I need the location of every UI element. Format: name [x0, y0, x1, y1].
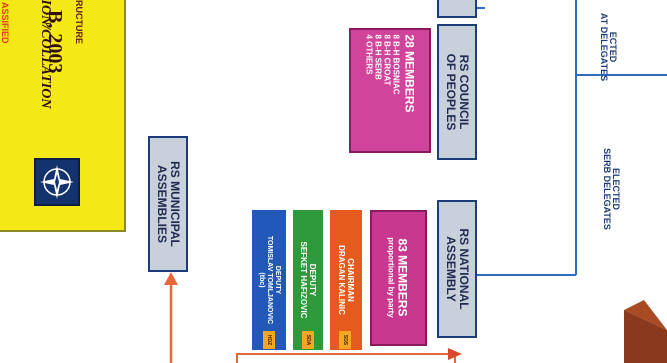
deputy1-text: DEPUTY SEFKET HAFIZOVIC [293, 210, 323, 350]
deputy1-role: DEPUTY [308, 263, 317, 297]
chairman-box [330, 210, 362, 350]
rs-national-assembly-box [437, 200, 477, 338]
deputy2-box [252, 210, 286, 350]
council-members-box [349, 28, 431, 153]
label-elected-serb-delegates: ELECTED SERB DELEGATES [594, 124, 628, 254]
chairman-name: DRAGAN KALINIC [337, 245, 346, 315]
national-title-line2: ASSEMBLY [444, 236, 458, 302]
municipal-title-line2: ASSEMBLIES [155, 164, 169, 243]
elected-croat-line2: AT DELEGATES [599, 12, 609, 82]
deputy2-name: TOMISLAV TOMLJANOVIC [265, 235, 273, 325]
rs-national-assembly-title: RS NATIONAL ASSEMBLY [439, 200, 475, 338]
deputy1-party-badge: SDA [302, 331, 314, 349]
chairman-text: CHAIRMAN DRAGAN KALINIC [330, 210, 362, 350]
top-node-box [437, 0, 477, 18]
brown-arrow-shape [624, 300, 667, 363]
elected-serb-line1: ELECTED [611, 167, 622, 210]
deputy2-text: DEPUTY TOMISLAV TOMLJANOVIC (tbc) [252, 210, 286, 350]
national-members-subtitle: proportional by party [386, 237, 396, 318]
council-title-line2: OF PEOPLES [444, 53, 458, 131]
arrow-right-icon [448, 348, 462, 360]
deputy1-box [293, 210, 323, 350]
deputy2-party: (tbc) [258, 272, 266, 288]
elected-croat-line1: ECTED [608, 31, 619, 63]
council-breakdown-2: 8 B-H CROAT [382, 34, 392, 86]
bottom-connector-box [236, 353, 456, 363]
arrow-up-icon [164, 272, 178, 363]
deputy2-role: DEPUTY [273, 265, 281, 295]
council-members-title: 28 MEMBERS [402, 34, 417, 113]
national-members-text: 83 MEMBERS proportional by party [370, 210, 427, 346]
compass-rose-icon [40, 165, 74, 199]
council-members-text: 28 MEMBERS 8 B-H BOSNIAC 8 B-H CROAT 8 B… [350, 27, 432, 152]
chairman-role: CHAIRMAN [346, 258, 355, 302]
council-breakdown-3: 8 B-H SERB [373, 34, 383, 80]
council-breakdown-4: 4 OTHERS [364, 34, 374, 75]
deputy1-name: SEFKET HAFIZOVIC [299, 241, 308, 319]
council-title-line1: RS COUNCIL [457, 54, 472, 130]
nato-emblem [34, 158, 80, 206]
rs-municipal-assemblies-box [148, 136, 188, 272]
chairman-party-badge: SDS [339, 331, 351, 349]
national-members-box [370, 210, 427, 346]
council-breakdown-1: 8 B-H BOSNIAC [391, 34, 401, 95]
rs-municipal-assemblies-title: RS MUNICIPAL ASSEMBLIES [150, 136, 186, 272]
municipal-title-line1: RS MUNICIPAL [168, 161, 183, 247]
elected-serb-line2: SERB DELEGATES [602, 148, 612, 230]
deputy2-party-badge: HDZ [263, 331, 275, 349]
rs-council-of-peoples-box [437, 24, 477, 160]
national-title-line1: RS NATIONAL [457, 228, 472, 310]
rs-council-of-peoples-title: RS COUNCIL OF PEOPLES [439, 24, 475, 160]
national-members-title: 83 MEMBERS [395, 238, 410, 317]
label-elected-croat-delegates: ECTED AT DELEGATES [591, 0, 625, 97]
